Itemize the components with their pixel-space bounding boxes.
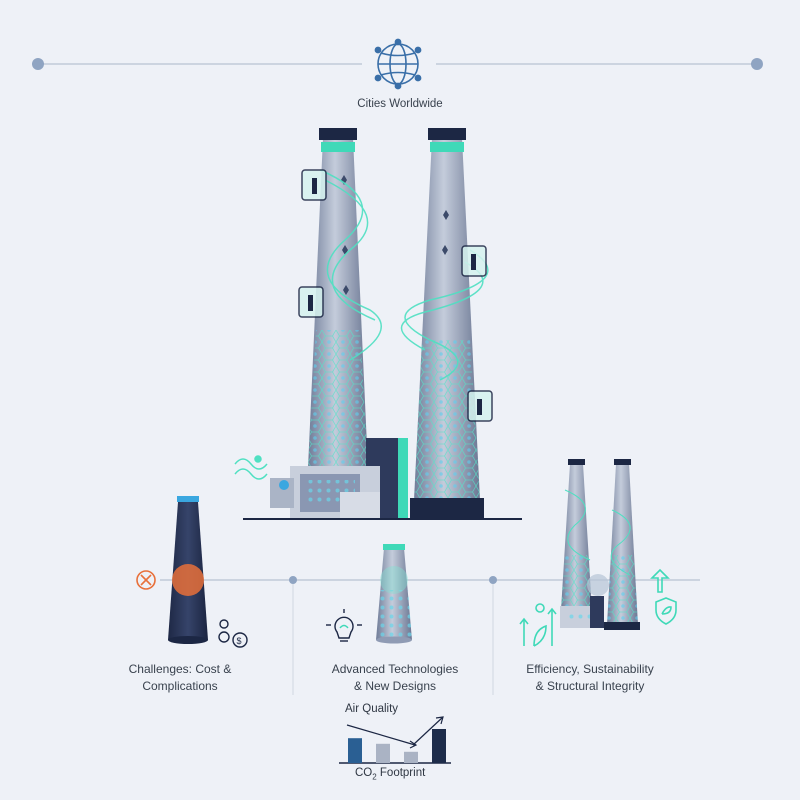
header-timeline <box>32 38 763 90</box>
small-right-chimney <box>604 459 640 630</box>
timeline-end-dot <box>751 58 763 70</box>
growth-arrows-icon <box>519 603 557 647</box>
caption-technologies: Advanced Technologies & New Designs <box>331 662 459 693</box>
air-intake-swirl <box>234 455 268 480</box>
caption-efficiency: Efficiency, Sustainability & Structural … <box>526 662 654 693</box>
challenge-marker <box>172 564 204 596</box>
small-spirals <box>564 489 631 576</box>
shield-leaf-icon <box>655 597 677 625</box>
close-circle-icon <box>136 570 156 590</box>
timeline-start-dot <box>32 58 44 70</box>
arrow-up-icon <box>650 568 670 593</box>
perforated-chimney <box>376 544 412 644</box>
gears-money-icon: $ <box>218 619 248 648</box>
worker-figures <box>308 178 482 415</box>
globe-network-icon <box>374 38 422 90</box>
base-building <box>270 438 408 518</box>
chart-footer: CO2 Footprint <box>355 767 426 782</box>
air-quality-chart <box>339 716 451 764</box>
left-chimney <box>308 128 368 468</box>
chart-title: Air Quality <box>345 703 399 715</box>
chart-bar-1 <box>348 738 362 763</box>
small-base <box>560 574 609 628</box>
chart-bar-4 <box>432 729 446 763</box>
chart-bar-2 <box>376 743 390 763</box>
caption-challenges: Challenges: Cost & Complications <box>128 662 232 693</box>
small-left-chimney <box>561 459 592 610</box>
right-chimney <box>410 128 484 518</box>
header-title: Cities Worldwide <box>357 98 443 110</box>
lightbulb-brain-icon <box>326 609 362 642</box>
chart-bar-3 <box>404 751 418 763</box>
svg-text:$: $ <box>237 636 242 646</box>
trend-arrows <box>346 716 444 749</box>
